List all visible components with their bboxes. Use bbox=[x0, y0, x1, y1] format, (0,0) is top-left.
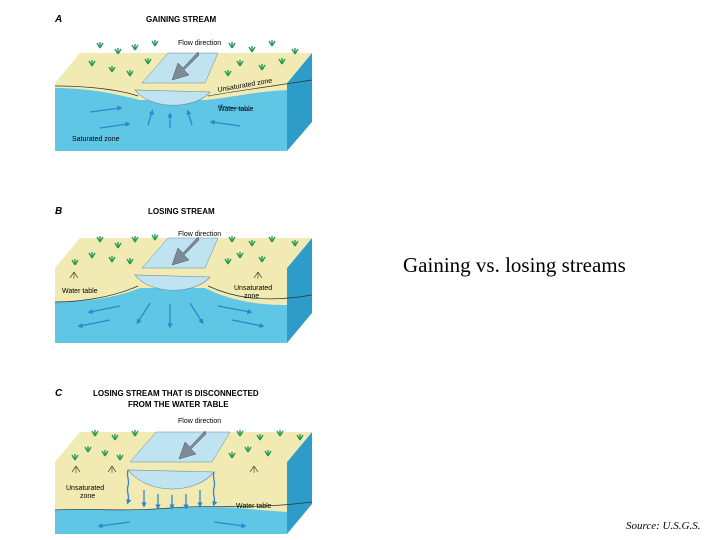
panel-b-roots bbox=[69, 271, 263, 279]
panel-b-title: LOSING STREAM bbox=[148, 207, 215, 216]
panel-c-stream-channel bbox=[129, 431, 231, 463]
panel-c-unsaturated-label: Unsaturated bbox=[66, 485, 104, 492]
panel-c-seepage-arrows bbox=[126, 469, 218, 510]
source-credit: Source: U.S.G.S. bbox=[626, 520, 701, 532]
panel-c-plants bbox=[71, 430, 304, 461]
panel-c-title-line-1: LOSING STREAM THAT IS DISCONNECTED bbox=[93, 389, 259, 398]
panel-a: A GAINING STREAM Flow direction Unsatura… bbox=[54, 14, 313, 151]
panel-c-roots bbox=[71, 465, 259, 473]
panel-a-letter: A bbox=[54, 14, 62, 25]
panel-a-streambed bbox=[134, 89, 211, 106]
panel-c-side-face bbox=[287, 432, 312, 534]
panel-a-title: GAINING STREAM bbox=[146, 15, 217, 24]
panel-c-groundwater-arrows bbox=[97, 521, 247, 529]
panel-b-water-table-label: Water table bbox=[62, 288, 98, 295]
panel-a-water-table-label: Water table bbox=[218, 106, 254, 113]
slide-title: Gaining vs. losing streams bbox=[403, 253, 626, 277]
panel-c-title-line-2: FROM THE WATER TABLE bbox=[128, 400, 229, 409]
panel-c-water-table-label: Water table bbox=[236, 503, 272, 510]
panel-c-zone-label: zone bbox=[80, 493, 95, 500]
panel-b-water-table-line bbox=[54, 285, 313, 303]
panel-b-side-face bbox=[287, 238, 312, 343]
panel-a-water-table-line bbox=[54, 79, 313, 97]
panel-c-streambed bbox=[127, 469, 215, 490]
panel-a-flow-arrow bbox=[171, 51, 200, 81]
panel-b-flow-label: Flow direction bbox=[178, 231, 221, 238]
panel-c-flow-arrow bbox=[178, 430, 207, 460]
panel-c-letter: C bbox=[55, 388, 63, 399]
panel-b: B LOSING STREAM Flow direction Water tab… bbox=[54, 206, 313, 343]
panel-a-flow-label: Flow direction bbox=[178, 40, 221, 47]
panel-a-side-face bbox=[287, 53, 312, 151]
panel-b-letter: B bbox=[55, 206, 62, 217]
panel-c: C LOSING STREAM THAT IS DISCONNECTED FRO… bbox=[54, 388, 313, 534]
panel-a-groundwater-arrows bbox=[89, 103, 251, 129]
panel-b-plants bbox=[71, 234, 299, 266]
panel-b-flow-arrow bbox=[171, 236, 200, 266]
panel-b-streambed bbox=[134, 274, 211, 291]
panel-b-groundwater-arrows bbox=[77, 302, 265, 329]
panel-b-unsaturated-label: Unsaturated bbox=[234, 285, 272, 292]
panel-c-flow-label: Flow direction bbox=[178, 418, 221, 425]
panel-a-saturated-label: Saturated zone bbox=[72, 136, 120, 143]
panel-b-zone-label: zone bbox=[244, 293, 259, 300]
panel-a-plants bbox=[88, 40, 299, 77]
